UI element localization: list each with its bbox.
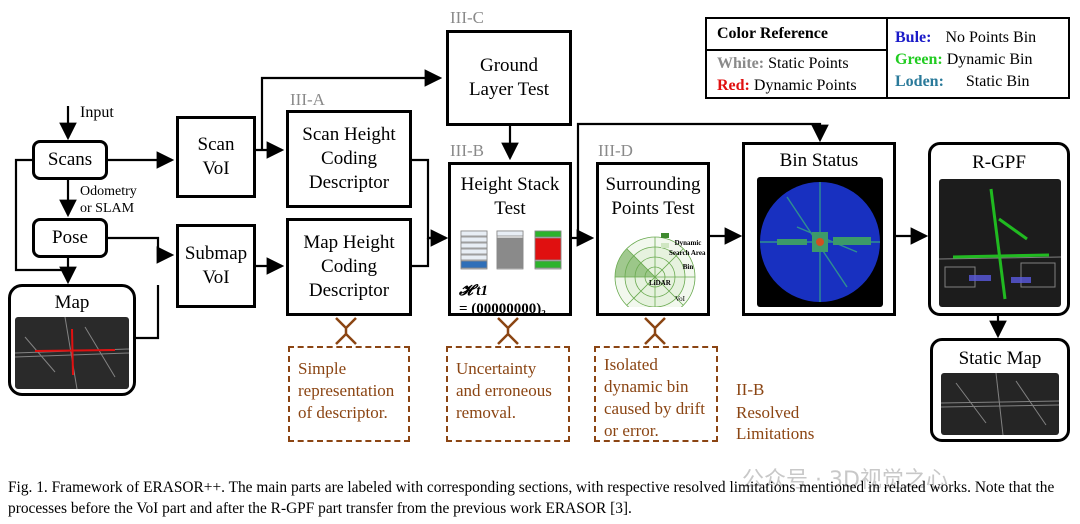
legend-loden-value: Static Bin — [965, 73, 1030, 90]
watermark-text: 公众号 · 3D视觉之心 — [742, 468, 948, 493]
map-label: Map — [54, 292, 90, 313]
rgpf-label: R-GPF — [972, 152, 1026, 173]
line-mapheight-stack — [410, 238, 430, 268]
height-stack-label: Height Stack Test — [460, 174, 560, 219]
color-reference-legend: Color Reference White: Static Points Red… — [705, 17, 1070, 99]
cylinder-3 — [534, 230, 562, 270]
scans-label: Scans — [47, 149, 93, 170]
color-reference-title: Color Reference — [717, 25, 828, 42]
ground-layer-label: Ground Layer Test — [468, 55, 550, 100]
static-map-node: Static Map — [930, 338, 1070, 442]
legend-blue-key: Bule: — [895, 29, 932, 46]
bin-status-image — [757, 177, 883, 307]
height-stack-node: Height Stack Test — [448, 162, 572, 317]
color-reference-divider-v — [886, 19, 888, 99]
legend-green-value: Dynamic Bin — [946, 51, 1033, 68]
static-map-image — [941, 373, 1059, 435]
submap-voi-node: Submap VoI — [176, 224, 256, 308]
cylinder-1 — [460, 230, 488, 270]
surrounding-node: Surrounding Points Test Dynamic Bin Sear… — [596, 162, 710, 316]
legend-white-value: Static Points — [768, 55, 849, 72]
section-label-iiic: III-C — [450, 8, 484, 27]
legend-white-entry: White: Static Points — [717, 55, 849, 73]
arrow-stack-binstatus — [576, 122, 829, 238]
limitation-box-isolated: Isolated dynamic bin caused by drift or … — [594, 346, 718, 442]
surrounding-polar-figure — [614, 233, 696, 307]
input-label: Input — [80, 104, 114, 121]
legend-blue-value: No Points Bin — [945, 29, 1037, 46]
map-height-label: Map Height Coding Descriptor — [303, 232, 395, 301]
scan-height-label: Scan Height Coding Descriptor — [302, 124, 396, 193]
limitation-box-uncertainty: Uncertainty and erroneous removal. — [446, 346, 570, 442]
double-arrow-b — [497, 317, 519, 345]
double-arrow-c — [644, 317, 666, 345]
scan-height-node: Scan Height Coding Descriptor — [286, 110, 412, 208]
map-pointcloud-image — [15, 317, 129, 389]
legend-loden-key: Loden: — [895, 73, 944, 90]
line-scans-map — [14, 158, 68, 272]
legend-loden-entry: Loden: Static Bin — [895, 73, 1029, 91]
arrow-pose-submapvoi — [106, 236, 175, 264]
bin-status-label: Bin Status — [779, 150, 859, 171]
legend-search-area: Search Area — [669, 249, 706, 257]
height-formula-line2: = (00000000)₂ — [459, 301, 546, 317]
color-reference-divider-h — [707, 49, 886, 51]
legend-voi: VoI — [675, 295, 685, 303]
line-map-submapvoi — [136, 285, 160, 340]
section-label-iib: II-B — [736, 380, 765, 399]
legend-red-entry: Red: Dynamic Points — [717, 77, 857, 95]
scans-node: Scans — [32, 140, 108, 180]
pose-label: Pose — [52, 227, 88, 248]
line-scanheight-stack — [410, 158, 446, 240]
legend-white-key: White: — [717, 55, 765, 72]
brown-double-arrows — [335, 317, 666, 345]
resolved-limitations-label: Resolved Limitations — [736, 403, 815, 443]
scan-voi-label: Scan VoI — [197, 134, 235, 179]
bin-status-node: Bin Status — [742, 142, 896, 316]
figure-caption: Fig. 1. Framework of ERASOR++. The main … — [8, 479, 1055, 517]
legend-lidar: LiDAR — [649, 279, 671, 287]
cylinder-2 — [496, 230, 524, 270]
height-formula-line1: 𝓗 t1 — [459, 283, 488, 299]
arrow-scanvoi-ground — [260, 69, 443, 150]
legend-green-key: Green: — [895, 51, 943, 68]
legend-red-value: Dynamic Points — [753, 77, 857, 94]
legend-dynamic-bin: Dynamic Bin — [674, 239, 702, 271]
map-node: Map — [8, 284, 136, 396]
legend-red-key: Red: — [717, 77, 750, 94]
section-label-iiid: III-D — [598, 141, 633, 160]
submap-voi-label: Submap VoI — [184, 243, 248, 288]
rgpf-node: R-GPF — [928, 142, 1070, 316]
odometry-label: Odometry or SLAM — [80, 184, 137, 216]
pose-node: Pose — [32, 218, 108, 258]
limitation-box-descriptor: Simple representation of descriptor. — [288, 346, 410, 442]
legend-green-entry: Green: Dynamic Bin — [895, 51, 1032, 69]
surrounding-label: Surrounding Points Test — [605, 174, 701, 219]
static-map-label: Static Map — [958, 348, 1042, 369]
map-height-node: Map Height Coding Descriptor — [286, 218, 412, 316]
double-arrow-a — [335, 317, 357, 345]
height-stack-cylinders — [460, 230, 562, 270]
legend-blue-entry: Bule: No Points Bin — [895, 29, 1036, 47]
ground-layer-node: Ground Layer Test — [446, 30, 572, 126]
section-label-iiib: III-B — [450, 141, 484, 160]
scan-voi-node: Scan VoI — [176, 116, 256, 198]
section-label-iiia: III-A — [290, 90, 325, 109]
rgpf-image — [939, 179, 1061, 307]
